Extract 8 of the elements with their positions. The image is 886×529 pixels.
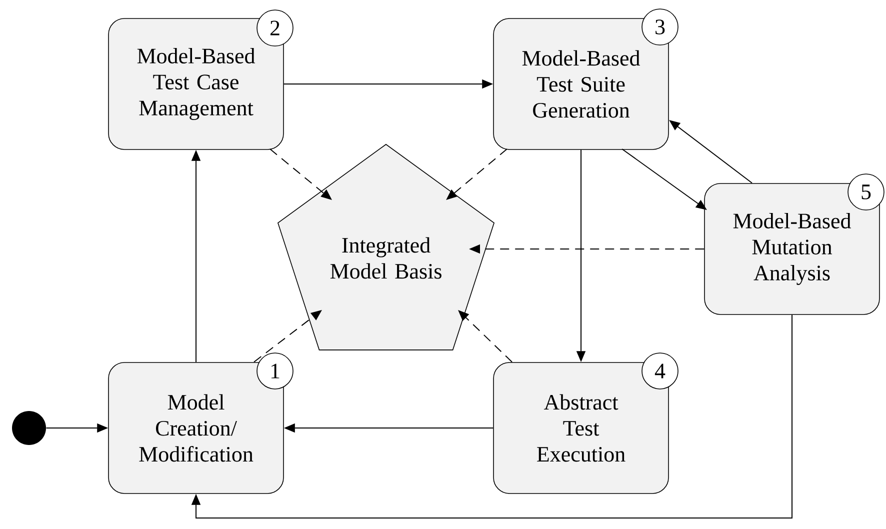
- step-number: 5: [848, 174, 884, 210]
- step-number: 1: [256, 352, 294, 390]
- step-number: 2: [256, 10, 294, 46]
- step-number: 4: [642, 352, 678, 390]
- step-number: 3: [642, 8, 678, 46]
- arrow: [458, 310, 512, 362]
- arrow: [191, 314, 792, 518]
- start-dot: [12, 411, 46, 445]
